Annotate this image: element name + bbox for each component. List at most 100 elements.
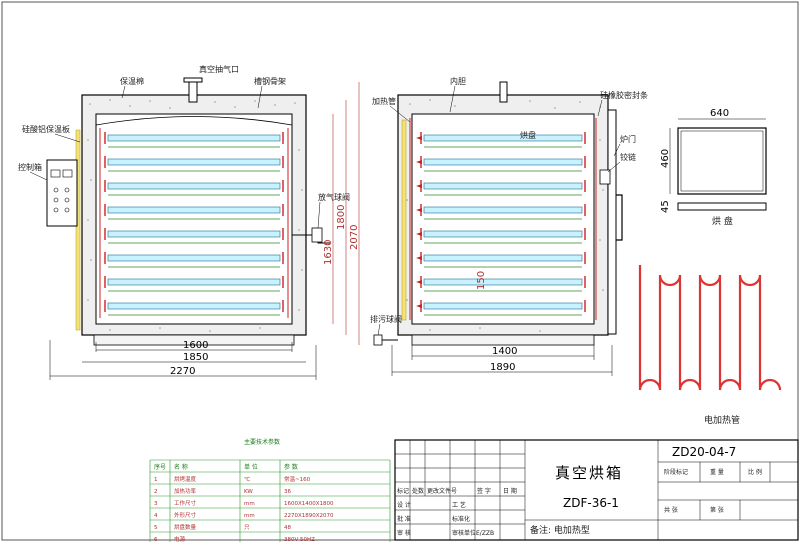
- drawing-title: 真空烘箱: [555, 464, 623, 482]
- spec-cell: 2270X1890X2070: [284, 513, 334, 519]
- label-drain-valve: 排污球阀: [370, 314, 402, 324]
- tb-date: 日 期: [503, 487, 517, 495]
- spec-cell: 4: [154, 513, 158, 519]
- shelf: [423, 230, 583, 238]
- shelf: [107, 254, 281, 262]
- vacuum-port: [188, 79, 198, 103]
- shelf: [423, 206, 583, 214]
- spec-cell: ℃: [244, 476, 250, 483]
- control-display-2: [62, 169, 73, 178]
- label-frame: 内胆: [450, 76, 466, 86]
- dim-150: 150: [476, 271, 487, 290]
- dim-1890: 1890: [490, 362, 515, 373]
- tb-process: 工 艺: [452, 501, 466, 509]
- spec-header-cell: 单 位: [244, 463, 258, 471]
- tray-caption: 烘 盘: [712, 215, 733, 227]
- dim-1600: 1600: [183, 340, 208, 351]
- spec-cell: 电源: [174, 535, 186, 542]
- label-vacuum-port: 真空抽气口: [199, 64, 239, 74]
- spec-cell: KW: [244, 489, 253, 495]
- shelf: [423, 302, 583, 310]
- title-block: 标记 处数 更改文件号 签 字 日 期 设 计 工 艺 标准化 审 核 审核单位…: [394, 439, 799, 541]
- heater-detail: 电加热管: [638, 265, 782, 426]
- spec-cell: 36: [284, 489, 291, 495]
- label-hinge: 铰链: [620, 152, 636, 162]
- drawing-remark: 备注: 电加热型: [530, 524, 590, 536]
- spec-cell: 烘烤温度: [174, 475, 197, 483]
- spec-cell: 只: [244, 524, 250, 531]
- tb-stage: 阶段标记: [664, 468, 688, 476]
- exhaust-valve: [311, 227, 323, 243]
- spec-cell: 6: [154, 537, 158, 542]
- shelf: [107, 302, 281, 310]
- spec-cell: 2: [154, 489, 158, 495]
- drain-valve: [373, 334, 383, 346]
- dim-2270: 2270: [170, 366, 195, 377]
- spec-cell: 1600X1400X1800: [284, 501, 334, 507]
- shelf: [423, 278, 583, 286]
- tb-weight: 重 量: [710, 468, 724, 476]
- front-seal-strip: [75, 129, 81, 331]
- shelf: [423, 182, 583, 190]
- spec-cell: 烘盘数量: [174, 523, 197, 531]
- tb-scale: 比 例: [748, 468, 762, 476]
- shelf: [107, 278, 281, 286]
- front-base: [93, 334, 295, 346]
- label-door: 炉门: [620, 134, 636, 144]
- control-display-1: [50, 169, 61, 178]
- label-exhaust-valve: 放气球阀: [318, 192, 350, 202]
- spec-header-cell: 序号: [154, 463, 166, 471]
- shelf: [423, 254, 583, 262]
- door: [607, 109, 617, 335]
- label-tray: 烘盘: [520, 130, 536, 140]
- label-seal: 硅橡胶密封条: [600, 90, 648, 100]
- front-insulation-texture: [87, 99, 303, 332]
- label-insulation: 保温棉: [120, 76, 144, 86]
- spec-cell: 加热功率: [174, 487, 197, 495]
- front-shelves: [104, 132, 284, 316]
- label-silicate-layer: 硅酸铝保温板: [22, 124, 70, 134]
- spec-cell: 1: [154, 477, 158, 483]
- tray-height: 460: [660, 149, 671, 168]
- hinge: [599, 169, 611, 185]
- spec-cell: 3: [154, 501, 158, 507]
- shelf: [423, 158, 583, 166]
- shelf: [107, 230, 281, 238]
- vacuum-port-flange: [183, 77, 203, 83]
- dim-1630: 1630: [323, 240, 334, 265]
- tray-detail: 640 460 45 烘 盘: [660, 108, 767, 227]
- tb-approve: 批 准: [397, 515, 411, 523]
- spec-cell: 工作尺寸: [174, 499, 197, 507]
- heater-coil: [638, 265, 782, 391]
- shelf: [107, 134, 281, 142]
- shelf: [107, 182, 281, 190]
- side-base: [411, 334, 595, 346]
- shelf: [107, 206, 281, 214]
- tray-side: [677, 202, 767, 211]
- label-control-box: 控制箱: [18, 162, 42, 172]
- tb-standard: 标准化: [452, 515, 470, 523]
- tb-drawn: 审核单位E/ZZB: [452, 529, 494, 537]
- heater-caption: 电加热管: [704, 414, 740, 426]
- label-rail: 槽钢骨架: [254, 76, 286, 86]
- tb-review: 审 核: [397, 529, 411, 537]
- tb-design: 设 计: [397, 501, 411, 509]
- side-shelves: [416, 132, 586, 316]
- spec-table-title: 主要技术参数: [244, 438, 280, 446]
- spec-cell: 外形尺寸: [174, 511, 197, 519]
- dim-2070: 2070: [349, 225, 360, 250]
- drawing-model: ZDF-36-1: [563, 496, 619, 510]
- control-buttons: [53, 187, 70, 213]
- spec-cell: 48: [284, 525, 291, 531]
- spec-cell: 常温~160: [284, 475, 311, 483]
- tray-thickness: 45: [660, 200, 671, 213]
- drawing-number: ZD20-04-7: [672, 445, 736, 459]
- shelf: [423, 134, 583, 142]
- spec-cell: 5: [154, 525, 158, 531]
- tb-change-doc: 更改文件号: [427, 487, 457, 495]
- spec-header-cell: 名 称: [174, 463, 188, 471]
- dim-1400: 1400: [492, 346, 517, 357]
